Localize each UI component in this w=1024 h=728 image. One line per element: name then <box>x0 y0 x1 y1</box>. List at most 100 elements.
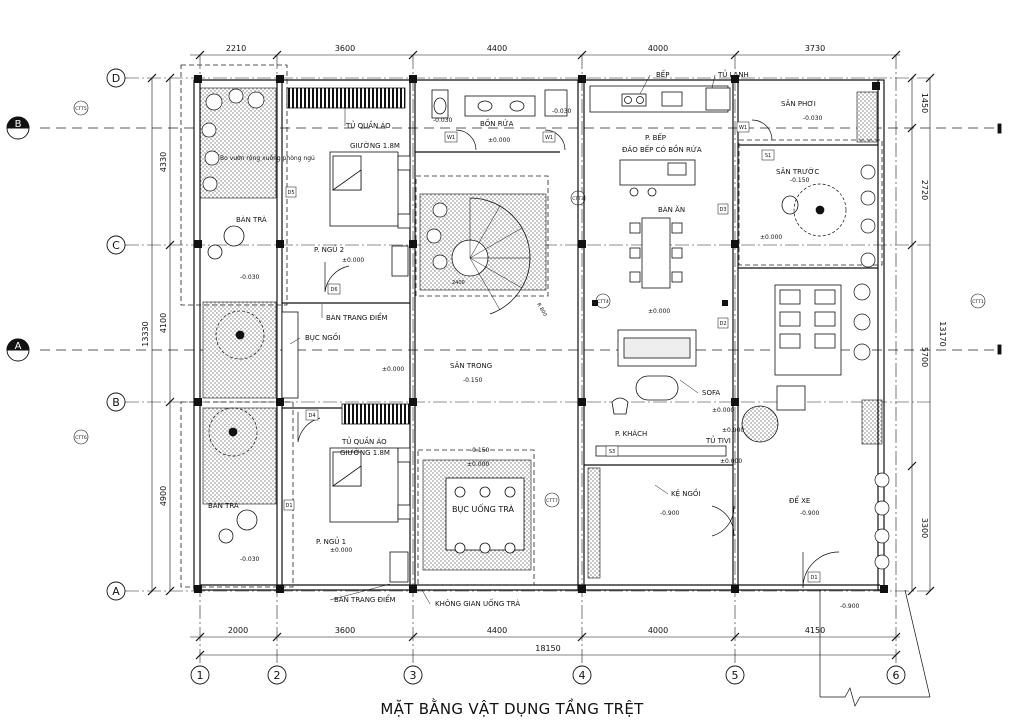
label-tea-space: KHÔNG GIAN UỐNG TRÀ <box>435 598 520 608</box>
grid-col-6: 6 <box>893 669 900 682</box>
level-l19: ±0.000 <box>722 427 744 434</box>
tea-table-2 <box>223 225 245 247</box>
room-label-bedroom-1: P. NGỦ 1 <box>316 536 346 546</box>
section-mark-b: B <box>15 119 22 130</box>
stair-tag-2400: 2400 <box>452 280 465 286</box>
level-l3: ±0.000 <box>488 137 510 144</box>
level-l5: ±0.000 <box>648 308 670 315</box>
level-l12: -0.150 <box>790 177 810 184</box>
label-tea-table-2: BÀN TRÀ <box>236 215 267 224</box>
dim-left-1: 4330 <box>159 152 168 172</box>
room-label-parking: ĐỂ XE <box>789 495 810 505</box>
label-dressing-table-2: BÀN TRANG ĐIỂM <box>326 312 388 322</box>
level-l1: -0.030 <box>240 274 260 281</box>
room-label-front-yard: SÂN TRƯỚC <box>776 167 819 176</box>
cut-tag-ctt5: CTT5 <box>75 106 87 112</box>
label-garden-note: Bo vườn rộng xuống phòng ngủ <box>220 155 315 162</box>
grid-col-3: 3 <box>410 669 417 682</box>
bench <box>281 311 299 399</box>
label-tea-platform: BỤC UỐNG TRÀ <box>452 502 514 514</box>
dim-bottom-3: 4400 <box>487 626 507 635</box>
cut-tag-ctt4: CTT4 <box>597 299 609 305</box>
label-wardrobe-1: TỦ QUẦN ÁO <box>341 436 387 446</box>
stair-tag-r800: R 800 <box>535 302 548 318</box>
dim-top-5: 3730 <box>805 44 825 53</box>
room-label-kitchen: P. BẾP <box>645 132 666 142</box>
drawing-title: MẶT BẰNG VẬT DỤNG TẦNG TRỆT <box>380 700 644 718</box>
label-bed-2: GIƯỜNG 1.8M <box>350 141 400 150</box>
dim-bottom-1: 2000 <box>228 626 248 635</box>
level-l14: ±0.000 <box>720 458 742 465</box>
dim-bottom-5: 4150 <box>805 626 825 635</box>
grid-bubbles <box>106 68 906 685</box>
dim-right-3: 5700 <box>920 347 929 367</box>
door-tag-d4: D4 <box>308 413 315 419</box>
door-tag-s3: S3 <box>609 449 615 455</box>
door-tag-w1-b: W1 <box>545 135 553 141</box>
dim-left-3: 4900 <box>159 486 168 506</box>
leader-lines <box>289 74 716 605</box>
dimension-lines <box>147 50 935 660</box>
cut-tag-ctt6: CTT6 <box>75 435 87 441</box>
door-tag-d1: D1 <box>285 503 292 509</box>
columns <box>194 75 888 593</box>
level-l8: ±0.000 <box>382 366 404 373</box>
level-l13: ±0.000 <box>712 407 734 414</box>
label-tv-cabinet: TỦ TIVI <box>705 435 731 445</box>
door-tag-d5: D5 <box>287 190 294 196</box>
level-l21: -0.150 <box>470 447 490 454</box>
label-bench-seat: KỆ NGỒI <box>671 488 700 498</box>
dim-right-1: 1450 <box>920 93 929 113</box>
label-tea-table-1: BÀN TRÀ <box>208 501 239 510</box>
level-l10: -0.030 <box>240 556 260 563</box>
dim-left-2: 4100 <box>159 313 168 333</box>
doors <box>297 119 840 589</box>
level-l7: -0.150 <box>463 377 483 384</box>
door-tag-d2: D2 <box>719 321 726 327</box>
dim-left-total: 13330 <box>141 321 150 346</box>
trees <box>201 88 890 570</box>
door-tag-w1-c: W1 <box>739 125 747 131</box>
dim-top-1: 2210 <box>226 44 246 53</box>
cut-tags <box>73 100 986 508</box>
level-l6: ±0.000 <box>760 234 782 241</box>
label-dining-table: BÀN ĂN <box>658 205 685 214</box>
dim-top-4: 4000 <box>648 44 668 53</box>
door-tag-d6: D6 <box>330 287 337 293</box>
label-dressing-table-1: BÀN TRANG ĐIỂM <box>334 594 396 604</box>
dining-table <box>641 217 671 289</box>
grid-row-b: B <box>112 396 120 409</box>
level-l2: ±0.000 <box>342 257 364 264</box>
dim-right-total: 13170 <box>938 321 947 346</box>
grid-row-d: D <box>112 72 120 85</box>
dim-top-2: 3600 <box>335 44 355 53</box>
grid-row-c: C <box>112 239 120 252</box>
label-stove: BẾP <box>656 69 669 79</box>
label-sofa: SOFA <box>702 389 720 397</box>
dim-bottom-2: 3600 <box>335 626 355 635</box>
room-label-inner-courtyard: SÂN TRONG <box>450 361 492 370</box>
dim-bottom-total: 18150 <box>535 644 560 653</box>
grid-row-a: A <box>112 585 120 598</box>
dashed-outlines <box>180 64 883 588</box>
label-bed-1: GIƯỜNG 1.8M <box>340 448 390 457</box>
section-markers <box>6 116 1002 362</box>
grid-col-5: 5 <box>732 669 739 682</box>
level-l20: -0.030 <box>552 108 572 115</box>
furniture <box>207 85 842 583</box>
door-tag-s1: S1 <box>765 153 771 159</box>
room-label-bedroom-2: P. NGỦ 2 <box>314 244 344 254</box>
level-l9: ±0.000 <box>330 547 352 554</box>
dim-right-2: 2720 <box>920 180 929 200</box>
label-fridge: TỦ LẠNH <box>717 69 749 79</box>
dim-right-4: 3300 <box>920 518 929 538</box>
level-l4: -0.030 <box>433 117 453 124</box>
door-tag-w1-a: W1 <box>447 135 455 141</box>
level-l15: -0.030 <box>803 115 823 122</box>
door-tag-d1-b: D1 <box>810 575 817 581</box>
label-wardrobe-2: TỦ QUẦN ÁO <box>345 120 391 130</box>
dim-bottom-4: 4000 <box>648 626 668 635</box>
label-sink: BỒN RỬA <box>480 118 514 128</box>
grid-col-2: 2 <box>274 669 281 682</box>
